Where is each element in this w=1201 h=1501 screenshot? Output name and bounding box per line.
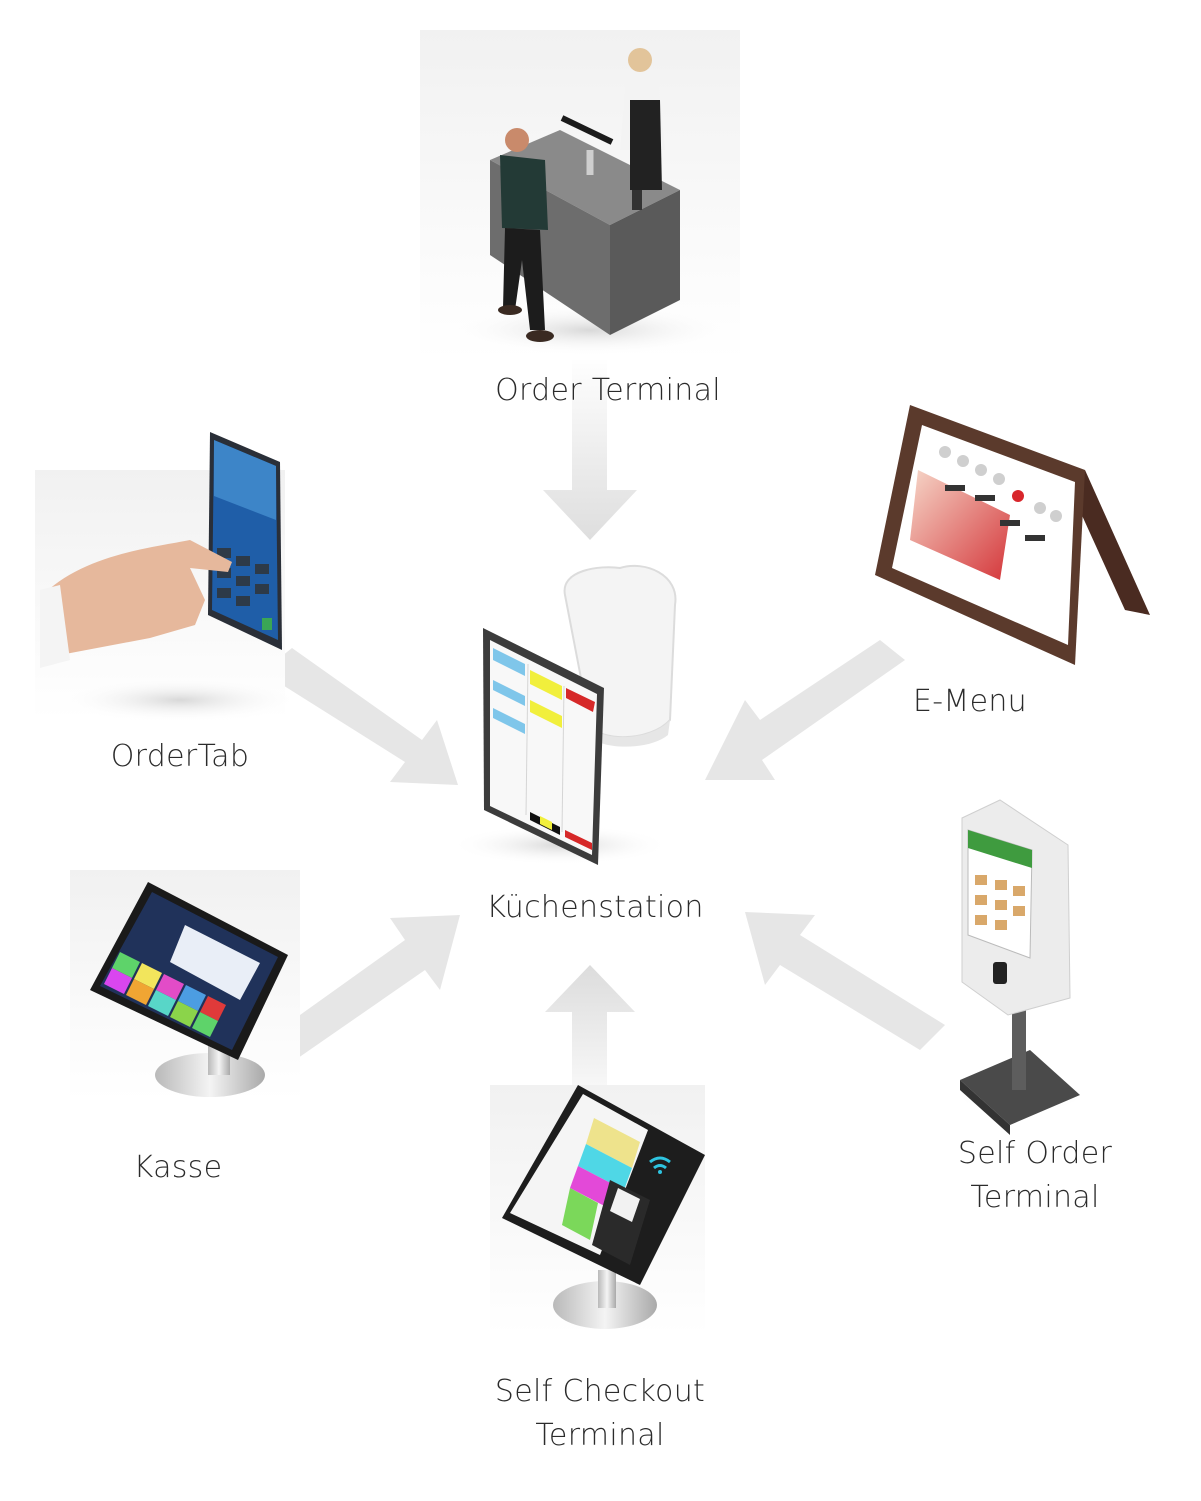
arrow-emenu-to-kitchen <box>705 640 905 780</box>
node-label-e-menu: E-Menu <box>913 684 1027 719</box>
node-label-self-order-terminal: Self Order Terminal <box>957 1136 1113 1215</box>
node-label-self-checkout-terminal: Self Checkout Terminal <box>494 1374 706 1453</box>
node-label-kuechenstation: Küchenstation <box>486 890 704 925</box>
arrow-ordertab-to-kitchen <box>262 648 458 785</box>
node-label-order-terminal: Order Terminal <box>495 373 721 408</box>
arrow-kasse-to-kitchen <box>265 915 460 1065</box>
arrow-order-to-kitchen <box>543 355 637 540</box>
kitchen-display-chef-hat-icon <box>450 564 677 865</box>
table-menu-tablet-icon <box>875 405 1150 665</box>
arrow-selforder-to-kitchen <box>745 912 945 1050</box>
node-label-ordertab: OrderTab <box>110 739 250 774</box>
kiosk-stand-icon <box>955 799 1085 1135</box>
pos-tablet-stand-icon <box>70 870 300 1100</box>
node-label-kasse: Kasse <box>133 1150 223 1185</box>
counter-with-staff-icon <box>420 30 740 360</box>
smartphone-in-hand-icon <box>35 432 300 722</box>
arrow-checkout-to-kitchen <box>545 965 635 1120</box>
checkout-terminal-card-reader-icon <box>490 1085 705 1335</box>
